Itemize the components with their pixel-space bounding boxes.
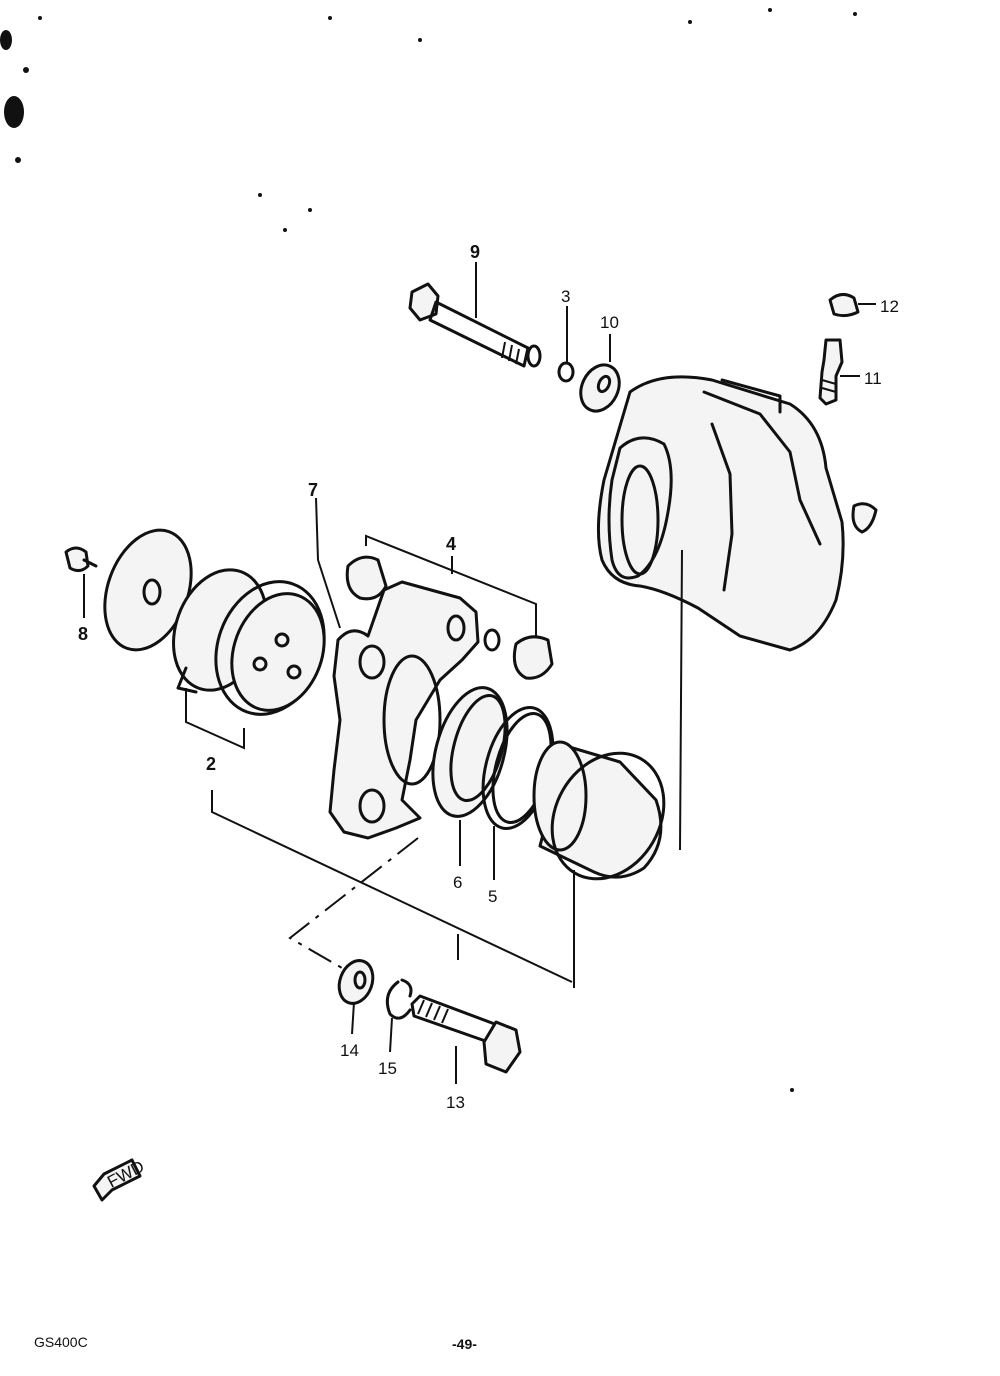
callout-4: 4 [446, 534, 456, 554]
spring-washer-15 [385, 978, 413, 1053]
callout-12: 12 [880, 297, 899, 316]
callout-7: 7 [308, 480, 318, 500]
callout-14: 14 [340, 1041, 359, 1060]
callout-13: 13 [446, 1093, 465, 1112]
model-code: GS400C [34, 1334, 88, 1350]
callout-5: 5 [488, 887, 497, 906]
callout-3: 3 [561, 287, 570, 306]
callout-10: 10 [600, 313, 619, 332]
pad-set-2 [103, 528, 326, 750]
caliper-bracket-7 [315, 497, 501, 840]
callout-9: 9 [470, 242, 480, 262]
scan-noise [0, 8, 857, 1092]
bolt-13 [410, 994, 522, 1084]
assembly-lines [211, 790, 573, 983]
ring-3 [557, 306, 575, 383]
callout-labels: 2 3 4 5 6 7 8 9 10 11 12 13 14 15 [78, 242, 899, 1112]
forward-direction-arrow: FWD [92, 1157, 147, 1202]
callout-15: 15 [378, 1059, 397, 1078]
callout-2: 2 [206, 754, 216, 774]
caliper-bolt-9 [408, 262, 542, 368]
boot-4 [345, 534, 554, 680]
bolt-8 [64, 546, 98, 618]
bleeder-valve-11 [818, 338, 860, 406]
washer-14 [337, 959, 375, 1035]
bleeder-cap-12 [828, 293, 876, 318]
callout-8: 8 [78, 624, 88, 644]
piston-seal-6 [431, 686, 509, 866]
page-number: -49- [452, 1336, 477, 1352]
callout-11: 11 [864, 369, 882, 388]
piston [532, 740, 666, 988]
washer-10 [579, 334, 621, 413]
caliper-housing [596, 375, 878, 851]
callout-6: 6 [453, 873, 462, 892]
